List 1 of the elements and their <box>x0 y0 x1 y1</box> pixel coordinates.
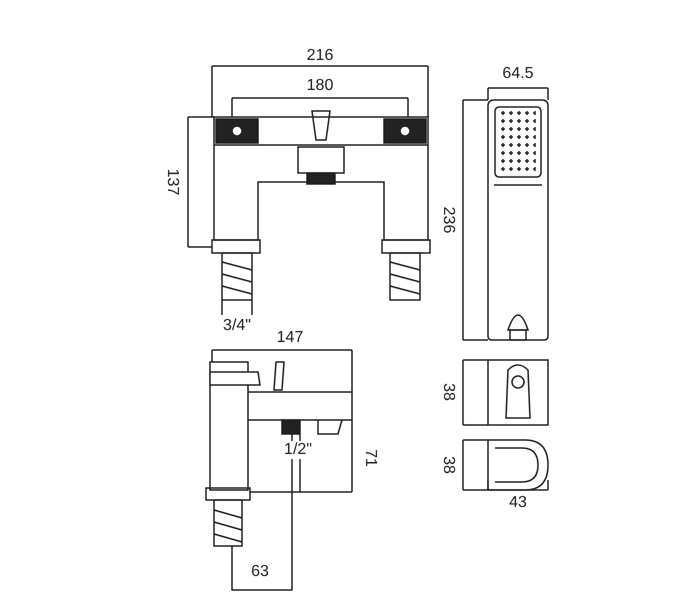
dimension-label: 1/2" <box>282 441 314 459</box>
